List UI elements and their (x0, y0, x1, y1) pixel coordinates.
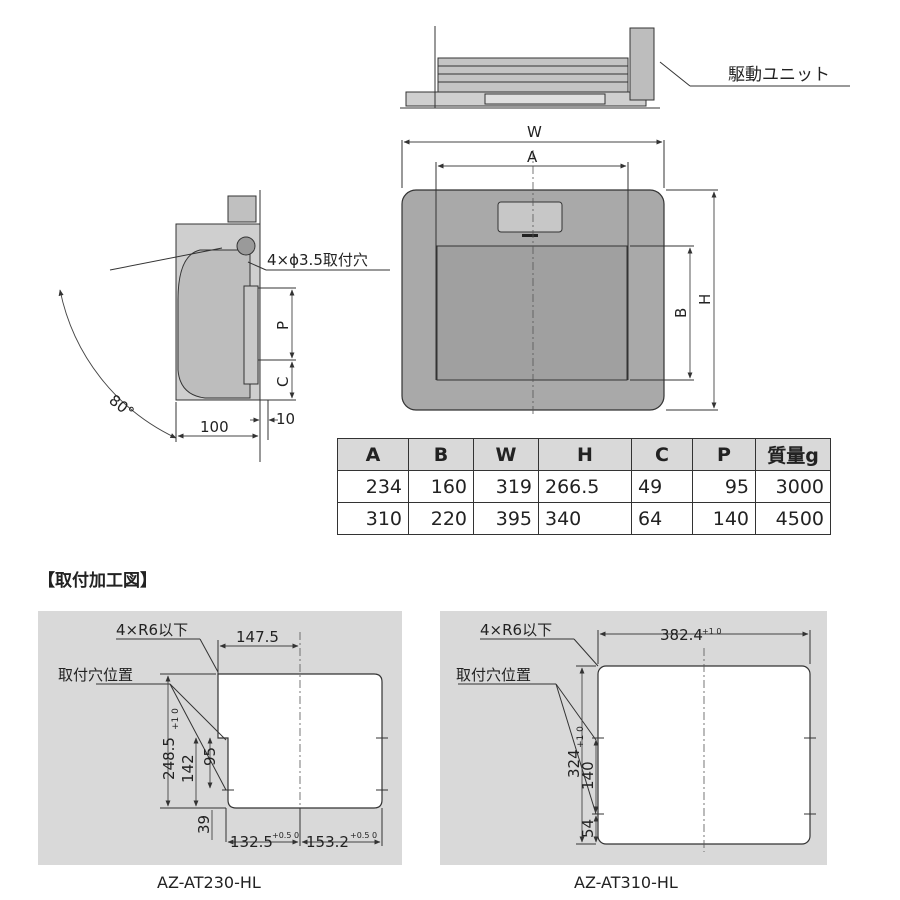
cell-b: 220 (408, 502, 474, 535)
mount-holes-label: 4×ϕ3.5取付穴 (267, 251, 368, 269)
cell-mass: 4500 (755, 502, 831, 535)
top-view (400, 26, 850, 109)
right-dim-height: 324 (565, 749, 583, 778)
left-dim-142: 142 (179, 754, 197, 783)
dim-h-label: H (696, 294, 714, 305)
table-row: 310 220 395 340 64 140 4500 (337, 502, 831, 535)
dim-c-label: C (274, 377, 292, 387)
right-hole-note: 取付穴位置 (456, 666, 531, 684)
cell-w: 395 (473, 502, 539, 535)
left-dim-bottom-left-tol: +0.5 0 (272, 831, 299, 840)
left-dim-bottom-right: 153.2 (306, 833, 349, 851)
right-cutout (458, 630, 816, 852)
dim-b-label: B (672, 308, 690, 318)
left-dim-39: 39 (195, 815, 213, 834)
cell-c: 64 (631, 502, 693, 535)
dim-w-label: W (527, 123, 542, 141)
right-dim-54: 54 (579, 819, 597, 838)
cell-h: 340 (538, 502, 632, 535)
table-header-row: A B W H C P 質量g (337, 438, 831, 471)
left-hole-note: 取付穴位置 (58, 666, 133, 684)
cell-p: 95 (692, 470, 756, 503)
header-b: B (408, 438, 474, 471)
product-drawing: 駆動ユニット W A B H (58, 26, 850, 462)
dim-p-label: P (274, 321, 292, 330)
table-row: 234 160 319 266.5 49 95 3000 (337, 470, 831, 503)
left-dim-95: 95 (201, 747, 219, 766)
dim-100-label: 100 (200, 418, 229, 436)
left-dim-bottom-right-tol: +0.5 0 (350, 831, 377, 840)
left-cutout (96, 632, 388, 846)
side-view (58, 190, 390, 462)
header-w: W (473, 438, 539, 471)
dim-a-label: A (527, 148, 538, 166)
header-a: A (337, 438, 409, 471)
left-dim-height-tol: +1 0 (171, 708, 181, 730)
cell-c: 49 (631, 470, 693, 503)
cell-a: 310 (337, 502, 409, 535)
left-dim-bottom-left: 132.5 (230, 833, 273, 851)
right-corner-note: 4×R6以下 (480, 621, 552, 639)
right-dim-top: 382.4 (660, 626, 703, 644)
front-view (401, 139, 718, 414)
spec-table: A B W H C P 質量g 234 160 319 266.5 49 95 … (337, 438, 831, 535)
left-corner-note: 4×R6以下 (116, 621, 188, 639)
right-dim-top-tol: +1 0 (702, 627, 721, 636)
right-model-label: AZ-AT310-HL (574, 873, 678, 892)
left-dim-top: 147.5 (236, 628, 279, 646)
header-h: H (538, 438, 632, 471)
cell-mass: 3000 (755, 470, 831, 503)
drive-unit-label: 駆動ユニット (728, 65, 830, 85)
cell-b: 160 (408, 470, 474, 503)
right-dim-height-tol: +1 0 (576, 726, 586, 748)
left-dim-height: 248.5 (160, 737, 178, 780)
dim-10-label: 10 (276, 410, 295, 428)
right-dim-140: 140 (579, 761, 597, 790)
section-title: 【取付加工図】 (38, 571, 157, 591)
cell-p: 140 (692, 502, 756, 535)
left-model-label: AZ-AT230-HL (157, 873, 261, 892)
